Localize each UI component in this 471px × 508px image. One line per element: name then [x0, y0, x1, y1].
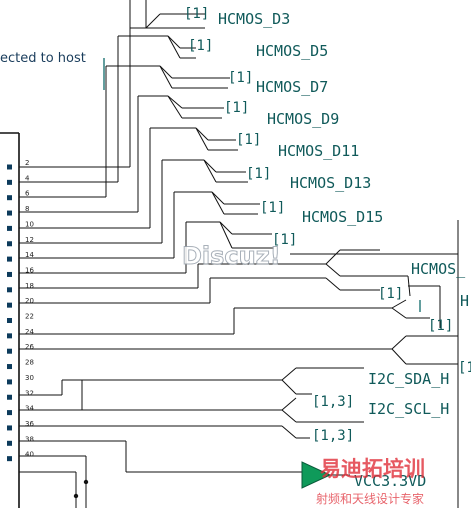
pin-dot — [7, 410, 12, 416]
brand-watermark: 易迪拓培训 射频和天线设计专家 — [316, 457, 425, 506]
pin-number: 12 — [25, 236, 34, 244]
bus-tag: [1] — [228, 70, 253, 86]
pin-number: 36 — [25, 420, 34, 428]
pin-number: 10 — [25, 220, 34, 228]
pin-dot — [7, 241, 12, 247]
pin-dot — [7, 302, 12, 308]
pin-dot — [7, 195, 12, 201]
connection-note: ected to host — [0, 51, 86, 66]
pin-dot — [7, 333, 12, 339]
net-label-vcc[interactable]: VCC3.3VD — [354, 472, 426, 490]
pin-dot — [7, 318, 12, 323]
pin-dot — [7, 225, 12, 231]
pin-number: 30 — [25, 374, 34, 382]
net-label-i2c-scl[interactable]: I2C_SCL_H — [368, 400, 449, 418]
pin-dot — [7, 287, 12, 293]
net-label-hcmos-d11[interactable]: HCMOS_D11 — [278, 142, 359, 160]
bus-tag: [1,3] — [312, 394, 354, 410]
pin-number: 18 — [25, 282, 34, 290]
pin-dot — [7, 364, 12, 370]
pin-number: 6 — [25, 190, 30, 198]
bus-tag: [1] — [184, 6, 209, 22]
net-label-i2c-sda[interactable]: I2C_SDA_H — [368, 370, 449, 388]
vcc-power-flag[interactable] — [301, 461, 350, 489]
net-label-hcmos-d15[interactable]: HCMOS_D15 — [302, 208, 383, 226]
bus-tag: [1] — [428, 318, 453, 334]
pin-number: 8 — [25, 205, 29, 213]
pin-dot — [7, 379, 12, 385]
net-label-hcmos-partial[interactable]: HCMOS_ — [411, 260, 466, 278]
net-label-hcmos-d5[interactable]: HCMOS_D5 — [256, 42, 328, 60]
pin-number: 34 — [25, 405, 34, 413]
pin-dot — [7, 271, 12, 277]
pin-dot — [7, 440, 12, 446]
host-connector[interactable] — [0, 132, 20, 508]
junction-dots — [73, 479, 89, 499]
bus-tag: [1] — [188, 38, 213, 54]
pin-number: 26 — [25, 343, 34, 351]
brand-watermark-name: 易迪拓培训 — [320, 457, 425, 481]
net-label-hcmos-d13[interactable]: HCMOS_D13 — [290, 174, 371, 192]
net-label-hcmos-d7[interactable]: HCMOS_D7 — [256, 78, 328, 96]
bus-tag: [1] — [224, 100, 249, 116]
pin-number: 4 — [25, 174, 30, 182]
pin-number: 14 — [25, 251, 34, 259]
bus-tag: [1] — [272, 232, 297, 248]
host-side-stub — [103, 58, 421, 312]
bus-tag: [1,3] — [312, 428, 354, 444]
pin-number: 24 — [25, 328, 34, 336]
pin-dot — [7, 164, 12, 170]
pin-number: 22 — [25, 313, 34, 321]
pin-dot — [7, 210, 12, 216]
pin-number: 28 — [25, 359, 34, 367]
net-label-hcmos-d9[interactable]: HCMOS_D9 — [267, 110, 339, 128]
bus-tag: [1] — [458, 360, 471, 376]
bus-tag: [1] — [246, 166, 271, 182]
pin-dot — [7, 348, 12, 354]
wire-network[interactable] — [19, 0, 459, 508]
pin-number: 20 — [25, 297, 34, 305]
pin-dot — [7, 394, 12, 400]
bus-tag: [1] — [260, 200, 285, 216]
pin-dot — [7, 456, 12, 462]
pin-dot — [7, 179, 12, 185]
pin-number: 38 — [25, 435, 34, 443]
net-label-h-partial[interactable]: H — [460, 292, 469, 310]
pin-dot — [7, 256, 12, 262]
net-label-hcmos-d3[interactable]: HCMOS_D3 — [218, 10, 290, 28]
bus-tag: [1] — [236, 132, 261, 148]
pin-number: 16 — [25, 266, 34, 274]
brand-watermark-tagline: 射频和天线设计专家 — [316, 491, 424, 506]
bus-tag: [1] — [378, 286, 403, 302]
pin-number: 32 — [25, 389, 34, 397]
pin-dot — [7, 425, 12, 431]
pin-number: 40 — [25, 451, 34, 459]
forum-watermark: Discuz! — [182, 242, 281, 270]
pin-number: 2 — [25, 159, 29, 167]
